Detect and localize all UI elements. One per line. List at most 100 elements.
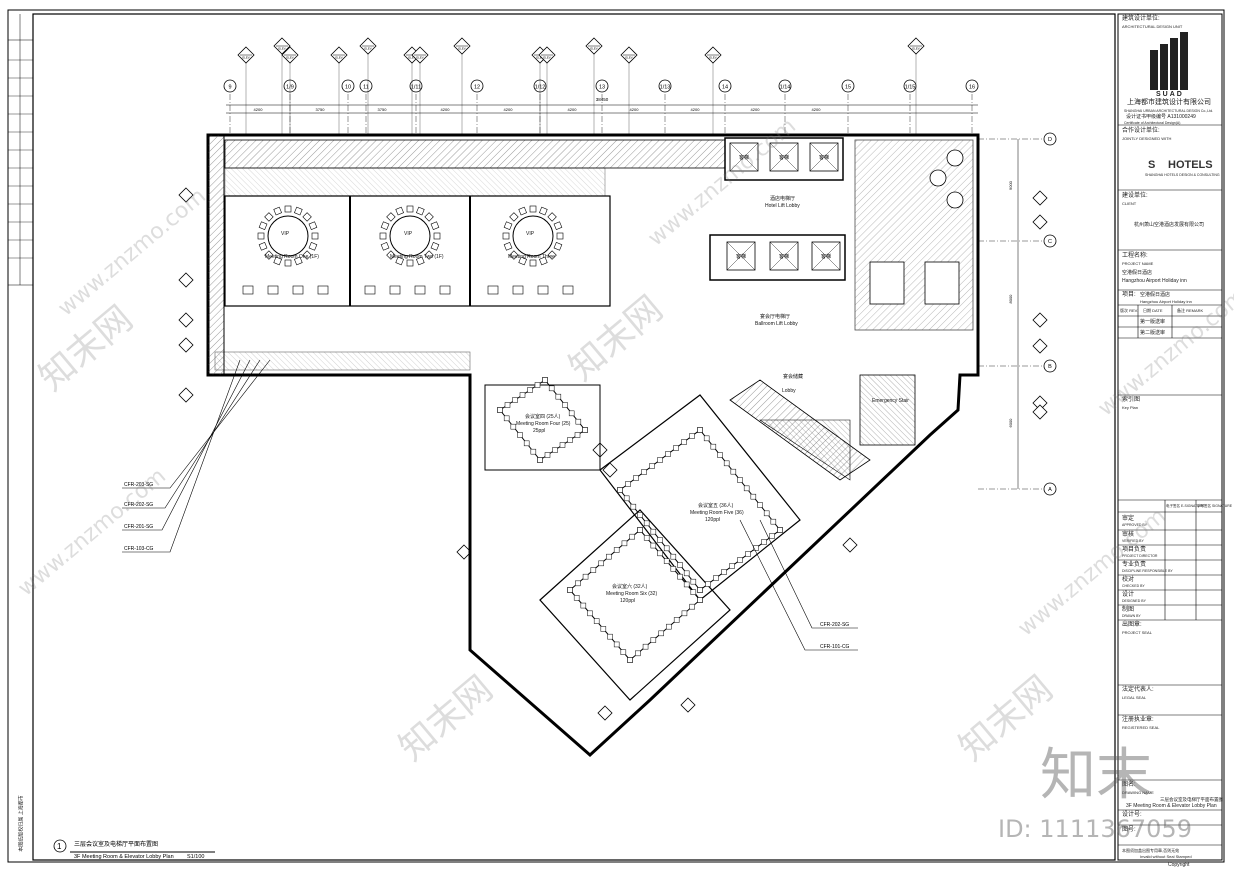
- chair: [308, 242, 318, 251]
- rev-row-1: 第一版送审: [1140, 319, 1166, 325]
- chair: [721, 569, 727, 575]
- lounge-chair: [292, 285, 304, 295]
- section-marker: [178, 272, 194, 288]
- room-four-cn: 会议室四 (25人): [525, 413, 561, 420]
- room-four-cap: 25ppl: [533, 428, 545, 434]
- lift-label: 客梯: [779, 253, 789, 260]
- chair: [527, 387, 533, 393]
- plan-title-block: 1 三层会议室及电梯厅平面布置图 3F Meeting Room & Eleva…: [53, 839, 215, 860]
- chair: [575, 418, 582, 425]
- dimension-label: 8000: [1008, 294, 1013, 304]
- callout-4: CFR-103-CG: [124, 546, 154, 552]
- grid-label: C: [1048, 239, 1052, 245]
- grid-label: 1/13: [660, 85, 671, 91]
- lounge-chair: [389, 285, 401, 295]
- company-cn: 上海都市建筑设计有限公司: [1127, 99, 1211, 106]
- room-five-cn: 会议室五 (36人): [698, 502, 734, 509]
- chair: [503, 415, 510, 422]
- section-marker: [1032, 404, 1048, 420]
- chair: [629, 533, 635, 540]
- rev-row-2: 第二版送审: [1140, 330, 1166, 336]
- chair: [723, 460, 730, 467]
- dimension-label: 6000: [1008, 418, 1013, 428]
- chair: [264, 250, 274, 260]
- dimension-label: 4200: [691, 107, 701, 112]
- chair: [641, 469, 647, 475]
- callout-1: CFR-203-SG: [124, 482, 153, 488]
- chair: [650, 637, 657, 643]
- room-three-label: Meeting Room Three: [508, 254, 555, 260]
- hotel-lift-lobby-en: Hotel Lift Lobby: [765, 203, 800, 209]
- title-block-frame: [1117, 13, 1223, 861]
- chair: [617, 487, 623, 493]
- legal-cn: 法定代表人:: [1122, 687, 1154, 693]
- company-en: SHANGHAI URBAN ARCHITECTURAL DESIGN Co.,…: [1124, 109, 1214, 113]
- chair: [635, 650, 641, 657]
- chair: [750, 493, 757, 500]
- grid-bubble: [1043, 482, 1057, 496]
- chair: [620, 649, 627, 655]
- chair: [552, 447, 558, 453]
- copyright: Copyright: [1168, 862, 1190, 868]
- grid-bubble: [470, 79, 484, 93]
- drawing-frame: [32, 13, 1116, 861]
- chair: [273, 206, 282, 216]
- plan-title-cn: 三层会议室及电梯厅平面布置图: [74, 840, 158, 848]
- chair: [697, 427, 703, 433]
- grid-bubble: [1043, 132, 1057, 146]
- callout-3: CFR-201-SG: [124, 524, 153, 530]
- grid-bubble: [778, 79, 792, 93]
- chair: [568, 410, 575, 417]
- chair: [587, 610, 593, 617]
- dimension-label: 4200: [751, 107, 761, 112]
- chair: [556, 232, 564, 240]
- section-marker: [602, 462, 618, 478]
- section-marker: [1032, 312, 1048, 328]
- chair: [562, 402, 568, 408]
- grid-label: 9: [228, 85, 231, 91]
- item-en: Hangzhou Airport Holiday inn: [1140, 299, 1192, 304]
- chair: [430, 221, 440, 230]
- callout-6: CFR-101-CG: [820, 644, 850, 650]
- key-plan-cn: 索引图: [1122, 397, 1141, 403]
- chair: [575, 580, 581, 587]
- dimension-label: 4200: [812, 107, 822, 112]
- legal-en: LEGAL SEAL: [1122, 695, 1147, 700]
- lounge-chair: [487, 285, 499, 295]
- chair: [625, 481, 631, 487]
- chair: [757, 502, 763, 508]
- elev-tag: ELEV: [242, 56, 249, 60]
- chair: [681, 439, 687, 445]
- chair: [530, 448, 537, 455]
- lift-label: 客梯: [736, 253, 746, 260]
- elev-tag: ELEV: [590, 47, 597, 51]
- chair: [529, 259, 537, 267]
- reg-cn: 注册执业章:: [1122, 717, 1154, 723]
- chair: [537, 457, 543, 463]
- lift-label: 客梯: [739, 154, 749, 161]
- chair: [512, 397, 518, 403]
- chair: [642, 643, 649, 650]
- service-furniture: [869, 149, 964, 305]
- grid-label: 12: [474, 85, 480, 91]
- lobby-label: Lobby: [782, 388, 796, 394]
- key-plan-en: Key Plan: [1122, 405, 1139, 410]
- svg-text:S: S: [1148, 159, 1155, 171]
- chair: [730, 468, 737, 475]
- chair: [380, 242, 390, 251]
- chair: [643, 535, 650, 541]
- chair: [717, 452, 723, 458]
- grid-bubble: [409, 79, 423, 93]
- lounge-chair: [562, 285, 574, 295]
- section-marker: [1032, 214, 1048, 230]
- chair: [689, 433, 695, 439]
- client-en: CLIENT: [1122, 201, 1137, 206]
- section-marker: [1032, 190, 1048, 206]
- chair: [690, 589, 697, 595]
- chair: [258, 221, 268, 230]
- room-four-en: Meeting Room Four (25): [516, 421, 571, 427]
- chair: [273, 256, 282, 266]
- chair: [643, 520, 650, 527]
